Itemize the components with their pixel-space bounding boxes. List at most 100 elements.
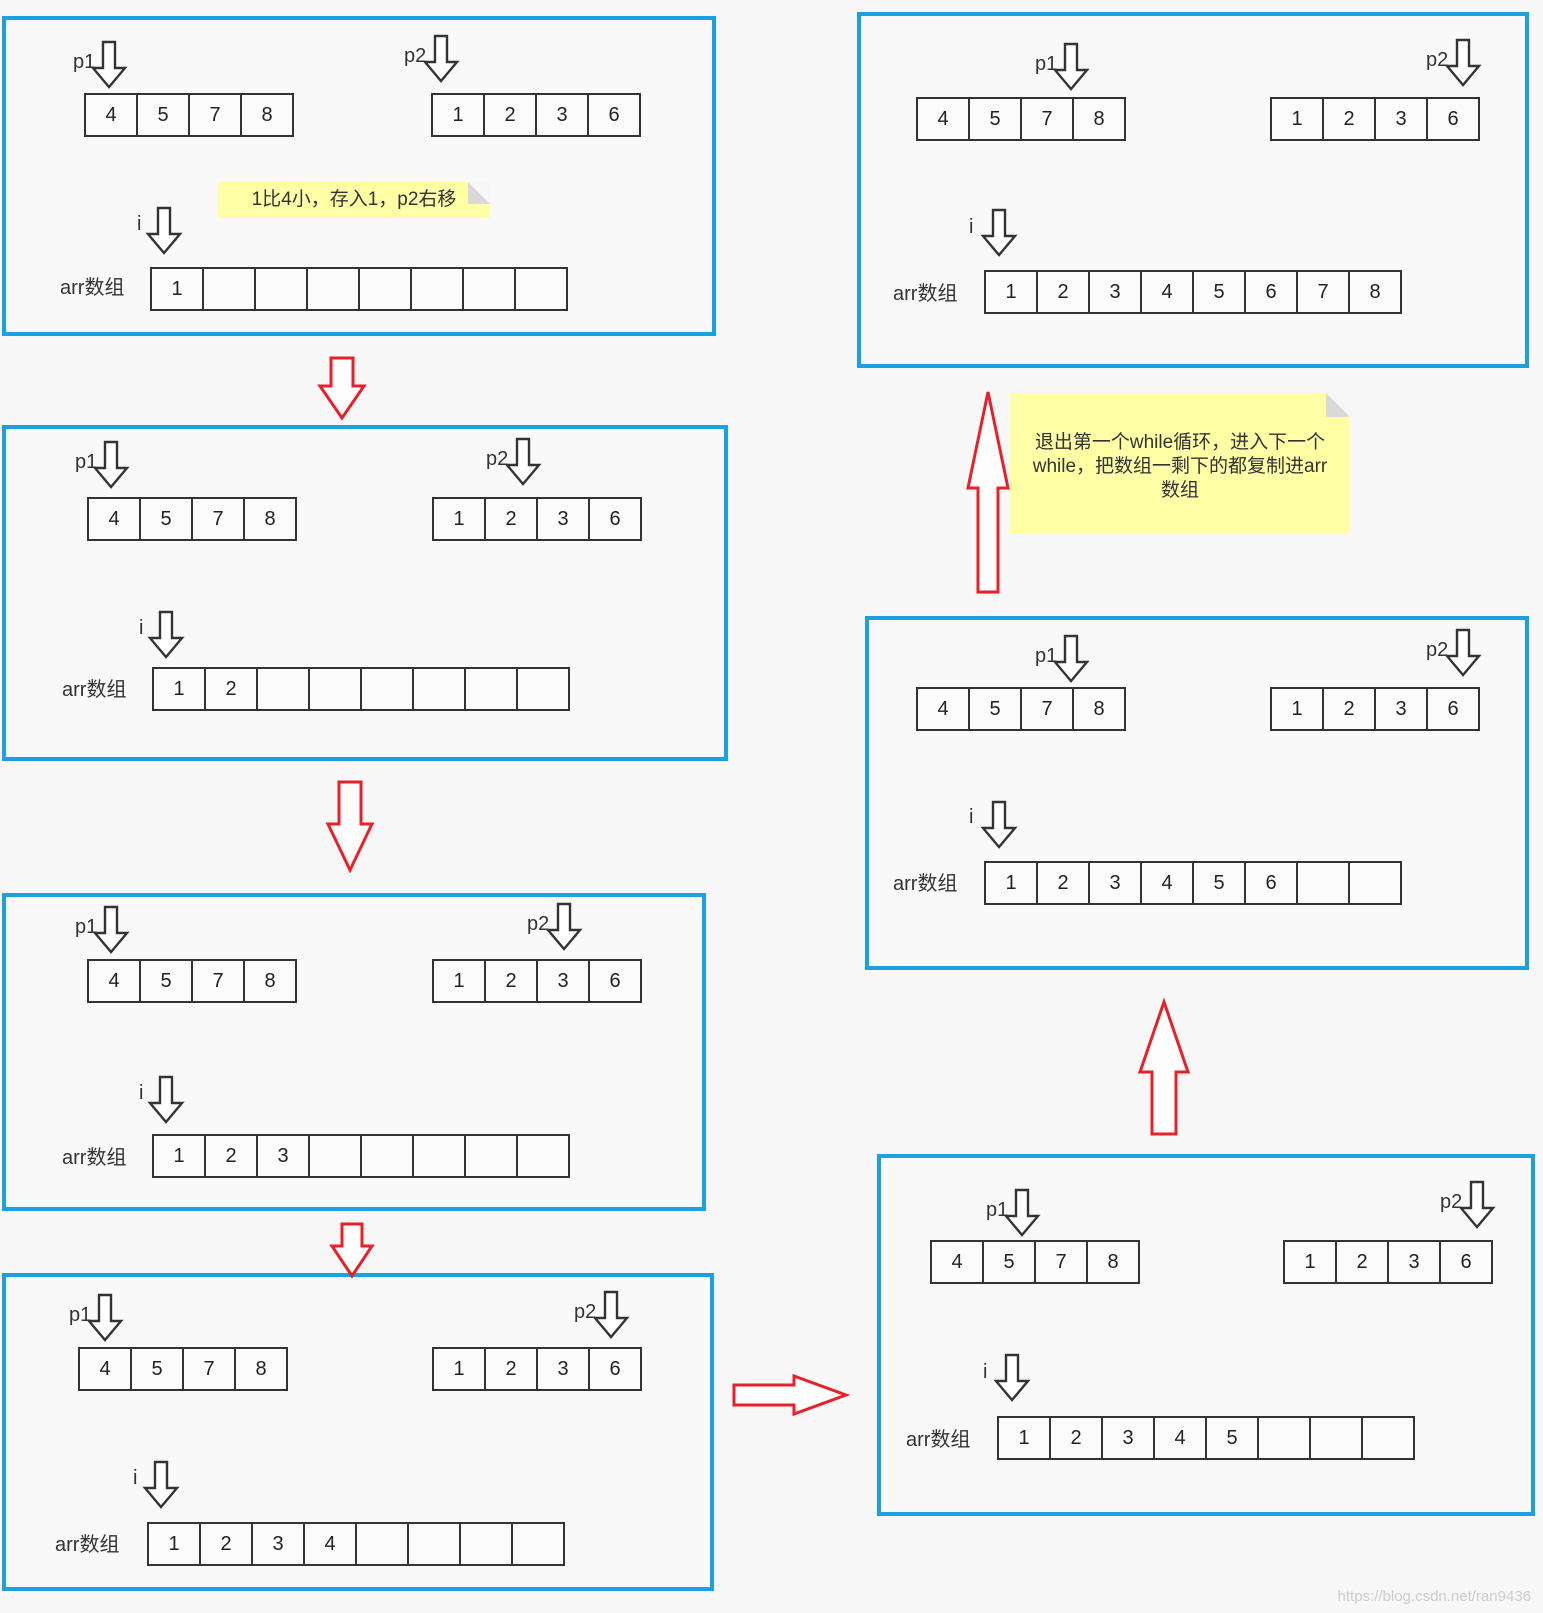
p2-label: p2 bbox=[1440, 1191, 1463, 1213]
flow-arrow-down-3 bbox=[329, 1222, 375, 1279]
array-cell: 2 bbox=[1322, 687, 1376, 731]
flow-arrow-up-2 bbox=[966, 391, 1010, 594]
array-cell: 6 bbox=[587, 93, 641, 137]
step-5-frame bbox=[877, 1154, 1535, 1516]
array-cell: 2 bbox=[484, 959, 538, 1003]
note-step1-text: 1比4小，存入1，p2右移 bbox=[251, 189, 457, 210]
array-cell: 7 bbox=[1034, 1240, 1088, 1284]
arr-label: arr数组 bbox=[893, 873, 958, 895]
array-cell: 7 bbox=[182, 1347, 236, 1391]
step-6-frame bbox=[865, 616, 1529, 970]
p1-pointer-arrow bbox=[90, 40, 128, 89]
array-cell: 6 bbox=[588, 959, 642, 1003]
array-cell: 4 bbox=[87, 497, 141, 541]
array-cell: 4 bbox=[1140, 861, 1194, 905]
array-cell: 1 bbox=[152, 667, 206, 711]
note-fold bbox=[468, 182, 490, 204]
p1-label: p1 bbox=[75, 451, 98, 473]
array-cell: 3 bbox=[536, 1347, 590, 1391]
array-cell bbox=[306, 267, 360, 311]
array-cell bbox=[308, 667, 362, 711]
p2-pointer-arrow bbox=[504, 437, 542, 486]
note-exit-loop: 退出第一个while循环，进入下一个while，把数组一剩下的都复制进arr数组 bbox=[1010, 393, 1350, 533]
array-cell: 4 bbox=[1140, 270, 1194, 314]
array-cell: 2 bbox=[1036, 861, 1090, 905]
array-cell bbox=[412, 1134, 466, 1178]
array-cell: 4 bbox=[87, 959, 141, 1003]
arr-array: 1 bbox=[150, 267, 568, 311]
p1-pointer-arrow bbox=[1052, 634, 1090, 683]
array-cell bbox=[511, 1522, 565, 1566]
array-cell: 1 bbox=[984, 861, 1038, 905]
array-cell: 6 bbox=[1244, 861, 1298, 905]
array-cell: 1 bbox=[1270, 687, 1324, 731]
array-cell bbox=[407, 1522, 461, 1566]
arr-label: arr数组 bbox=[55, 1534, 120, 1556]
array-cell: 5 bbox=[1205, 1416, 1259, 1460]
note-fold bbox=[1326, 393, 1350, 417]
array-cell bbox=[1257, 1416, 1311, 1460]
array-cell: 3 bbox=[1387, 1240, 1441, 1284]
array-cell: 1 bbox=[432, 1347, 486, 1391]
flow-arrow-down-1 bbox=[317, 356, 367, 421]
p2-pointer-arrow bbox=[545, 902, 583, 951]
i-label: i bbox=[969, 216, 974, 238]
array-cell: 1 bbox=[147, 1522, 201, 1566]
p2-label: p2 bbox=[486, 448, 509, 470]
array-cell: 2 bbox=[484, 497, 538, 541]
note-step1: 1比4小，存入1，p2右移 bbox=[218, 182, 490, 218]
array-cell: 3 bbox=[536, 959, 590, 1003]
p2-label: p2 bbox=[527, 913, 550, 935]
i-pointer-arrow bbox=[993, 1353, 1031, 1402]
p2-label: p2 bbox=[404, 45, 427, 67]
array-cell bbox=[462, 267, 516, 311]
p1-pointer-arrow bbox=[86, 1293, 124, 1342]
i-label: i bbox=[137, 213, 142, 235]
array-cell: 4 bbox=[78, 1347, 132, 1391]
array-cell: 6 bbox=[588, 1347, 642, 1391]
array-cell bbox=[202, 267, 256, 311]
p2-pointer-arrow bbox=[1444, 628, 1482, 677]
array-cell bbox=[1296, 861, 1350, 905]
p1-label: p1 bbox=[73, 51, 96, 73]
array-cell: 6 bbox=[588, 497, 642, 541]
array-cell bbox=[464, 667, 518, 711]
array-cell: 1 bbox=[150, 267, 204, 311]
array-cell: 1 bbox=[997, 1416, 1051, 1460]
i-label: i bbox=[139, 617, 144, 639]
array-cell bbox=[464, 1134, 518, 1178]
flow-arrow-down-2 bbox=[325, 780, 375, 874]
array-cell: 2 bbox=[1036, 270, 1090, 314]
array-cell: 6 bbox=[1439, 1240, 1493, 1284]
array-cell: 3 bbox=[1101, 1416, 1155, 1460]
array-cell: 7 bbox=[191, 959, 245, 1003]
p2-label: p2 bbox=[1426, 639, 1449, 661]
array-cell bbox=[514, 267, 568, 311]
arr-label: arr数组 bbox=[62, 1147, 127, 1169]
array-cell: 3 bbox=[535, 93, 589, 137]
array-cell bbox=[254, 267, 308, 311]
array-cell: 7 bbox=[188, 93, 242, 137]
p2-pointer-arrow bbox=[422, 34, 460, 83]
array-cell: 8 bbox=[234, 1347, 288, 1391]
array-cell bbox=[360, 667, 414, 711]
array-cell bbox=[410, 267, 464, 311]
i-pointer-arrow bbox=[142, 1460, 180, 1509]
p1-pointer-arrow bbox=[1003, 1188, 1041, 1237]
p2-label: p2 bbox=[1426, 49, 1449, 71]
array-cell: 2 bbox=[204, 667, 258, 711]
array-cell: 3 bbox=[1374, 687, 1428, 731]
arr-label: arr数组 bbox=[893, 283, 958, 305]
